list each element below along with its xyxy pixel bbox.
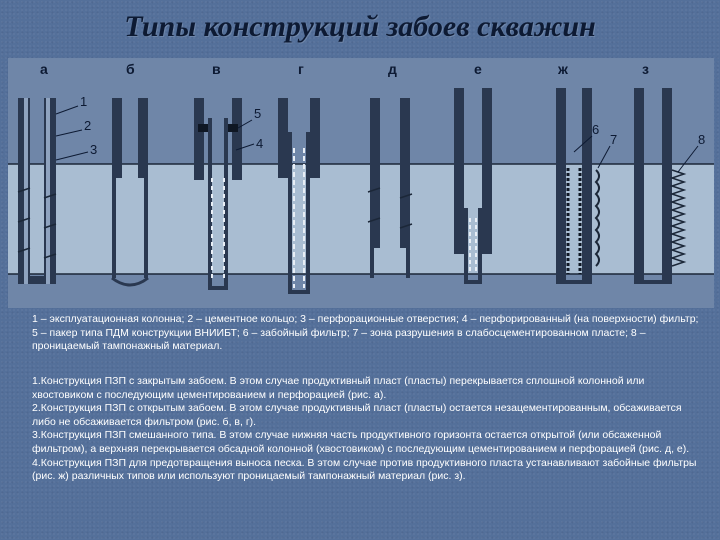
well-v (194, 98, 242, 290)
well-z (634, 88, 687, 284)
callout-3: 3 (90, 142, 97, 157)
page-title: Типы конструкций забоев скважин (124, 10, 596, 43)
well-b (111, 98, 149, 287)
well-label-z: з (642, 61, 649, 77)
well-zh (556, 88, 600, 284)
well-bottom-diagram: а б в г д е ж з 1 2 3 4 5 6 7 (8, 58, 714, 308)
callout-2: 2 (84, 118, 91, 133)
well-d (367, 98, 413, 278)
well-a (17, 98, 57, 284)
callout-6: 6 (592, 122, 599, 137)
well-g (278, 98, 320, 294)
list-item: 3.Конструкция ПЗП смешанного типа. В это… (32, 429, 690, 455)
well-label-g: г (298, 61, 304, 77)
callout-4: 4 (256, 136, 263, 151)
well-label-a: а (40, 61, 48, 77)
well-e (454, 88, 492, 284)
well-label-d: д (388, 61, 397, 77)
callout-1: 1 (80, 94, 87, 109)
figure-legend: 1 – эксплуатационная колонна; 2 – цемент… (32, 313, 699, 352)
callout-7: 7 (610, 132, 617, 147)
callout-5: 5 (254, 106, 261, 121)
construction-types-list: 1.Конструкция ПЗП с закрытым забоем. В э… (32, 375, 702, 484)
well-label-zh: ж (557, 61, 569, 77)
list-item: 1.Конструкция ПЗП с закрытым забоем. В э… (32, 375, 645, 401)
well-label-v: в (212, 61, 221, 77)
well-label-b: б (126, 61, 135, 77)
list-item: 4.Конструкция ПЗП для предотвращения вын… (32, 456, 697, 483)
callout-8: 8 (698, 132, 705, 147)
well-label-e: е (474, 61, 482, 77)
list-item: 2.Конструкция ПЗП с открытым забоем. В э… (32, 402, 682, 428)
